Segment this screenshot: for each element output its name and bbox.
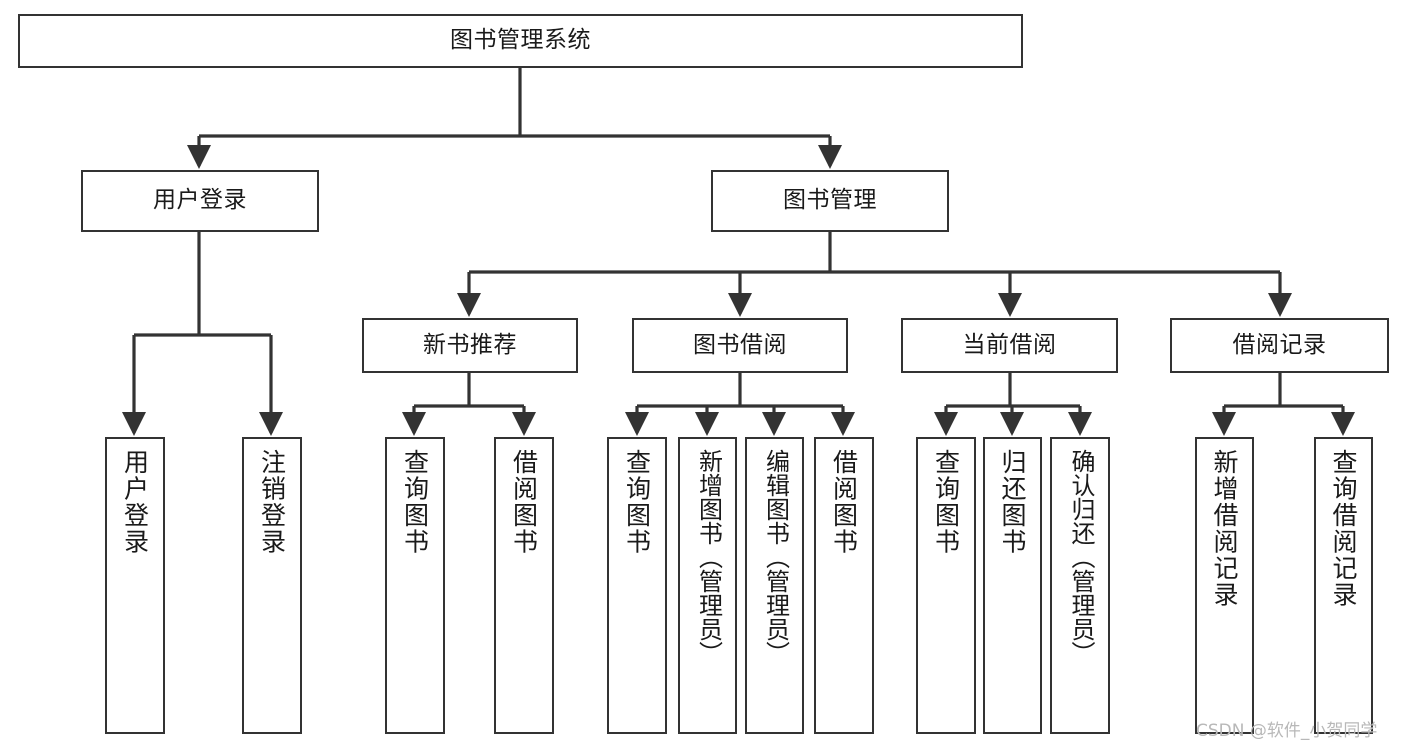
node-book-borrow[interactable]: 图书借阅 (632, 318, 848, 373)
node-label: 借阅图书 (829, 449, 859, 555)
leaf-borrow-record-query-record[interactable]: 查询借阅记录 (1314, 437, 1373, 734)
node-label: 新增图书（管理员） (694, 449, 723, 665)
node-label: 查询图书 (622, 449, 652, 555)
node-label: 查询图书 (931, 449, 961, 555)
node-label: 用户登录 (153, 187, 247, 214)
leaf-user-login-signout[interactable]: 注销登录 (242, 437, 302, 734)
node-label: 查询图书 (400, 449, 430, 555)
leaf-book-borrow-edit-book-admin[interactable]: 编辑图书（管理员） (745, 437, 804, 734)
node-label: 当前借阅 (962, 331, 1057, 358)
leaf-book-borrow-borrow-books[interactable]: 借阅图书 (814, 437, 874, 734)
node-label: 图书管理系统 (450, 27, 591, 54)
leaf-borrow-record-add-record[interactable]: 新增借阅记录 (1195, 437, 1254, 734)
node-label: 借阅记录 (1232, 331, 1327, 358)
node-user-login[interactable]: 用户登录 (81, 170, 319, 232)
node-label: 编辑图书（管理员） (761, 449, 790, 665)
node-current-borrow[interactable]: 当前借阅 (901, 318, 1118, 373)
leaf-current-borrow-return-books[interactable]: 归还图书 (983, 437, 1042, 734)
node-label: 借阅图书 (509, 449, 539, 555)
node-label: 归还图书 (998, 449, 1027, 555)
node-label: 图书借阅 (693, 331, 787, 358)
node-new-book-recommend[interactable]: 新书推荐 (362, 318, 578, 373)
node-root-book-management-system[interactable]: 图书管理系统 (18, 14, 1023, 68)
node-label: 确认归还（管理员） (1066, 449, 1095, 665)
node-label: 用户登录 (120, 449, 150, 555)
node-label: 查询借阅记录 (1329, 449, 1358, 608)
leaf-current-borrow-confirm-return-admin[interactable]: 确认归还（管理员） (1050, 437, 1110, 734)
node-label: 注销登录 (257, 449, 287, 555)
leaf-book-borrow-add-book-admin[interactable]: 新增图书（管理员） (678, 437, 737, 734)
leaf-book-borrow-query-books[interactable]: 查询图书 (607, 437, 667, 734)
node-label: 新增借阅记录 (1210, 449, 1239, 608)
node-book-management[interactable]: 图书管理 (711, 170, 949, 232)
leaf-current-borrow-query-books[interactable]: 查询图书 (916, 437, 976, 734)
leaf-new-book-query-books[interactable]: 查询图书 (385, 437, 445, 734)
node-borrow-record[interactable]: 借阅记录 (1170, 318, 1389, 373)
node-label: 新书推荐 (423, 331, 517, 358)
leaf-user-login-signin[interactable]: 用户登录 (105, 437, 165, 734)
node-label: 图书管理 (783, 187, 877, 214)
csdn-watermark: CSDN @软件_小贺同学 (1196, 721, 1378, 741)
leaf-new-book-borrow-books[interactable]: 借阅图书 (494, 437, 554, 734)
